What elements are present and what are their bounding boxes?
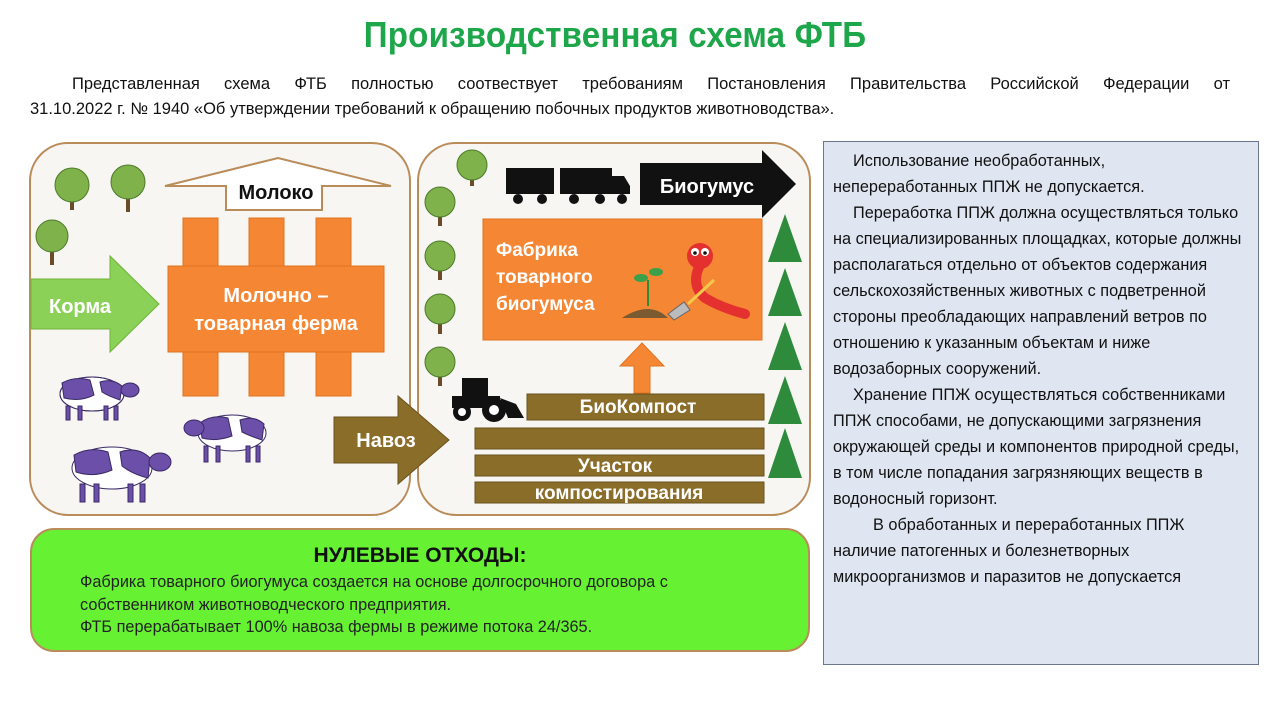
cow-icon bbox=[59, 376, 140, 421]
site-label-1: Участок bbox=[578, 456, 653, 477]
intro-line-1: Представленная схема ФТБ полностью соотв… bbox=[72, 75, 1230, 93]
production-diagram: Молоко Молочно – товарная ферма Корма bbox=[29, 142, 811, 516]
site-label-2: компостирования bbox=[535, 483, 704, 504]
feed-arrow-icon bbox=[30, 254, 160, 354]
intro-text: Представленная схема ФТБ полностью соотв… bbox=[30, 72, 1230, 122]
truck-icon bbox=[506, 168, 630, 204]
biocompost-bar bbox=[526, 393, 765, 421]
compost-layer bbox=[474, 427, 765, 450]
sprout-icon bbox=[622, 268, 668, 318]
manure-arrow-icon bbox=[333, 394, 450, 486]
page-title: Производственная схема ФТБ bbox=[363, 14, 867, 55]
cow-icon bbox=[71, 446, 172, 503]
factory-label-2: товарного bbox=[496, 267, 593, 288]
feed-label: Корма bbox=[49, 296, 112, 318]
requirement-paragraph: В обработанных и переработанных ППЖ нали… bbox=[833, 516, 1185, 586]
worm-icon bbox=[667, 243, 750, 321]
tree-icon bbox=[35, 164, 146, 265]
factory-box bbox=[482, 218, 763, 341]
farm-label-1: Молочно – bbox=[223, 285, 328, 307]
zero-waste-line-2: собственником животноводческого предприя… bbox=[80, 595, 452, 614]
fir-tree-icon bbox=[768, 214, 802, 478]
factory-label-3: биогумуса bbox=[496, 294, 595, 315]
requirement-paragraph: Хранение ППЖ осуществляться собственника… bbox=[833, 386, 1240, 508]
zero-waste-body: Фабрика товарного биогумуса создается на… bbox=[80, 571, 800, 639]
tree-icon bbox=[424, 149, 488, 386]
compost-layer bbox=[474, 481, 765, 504]
manure-label: Навоз bbox=[356, 430, 416, 452]
zero-waste-line-1: Фабрика товарного биогумуса создается на… bbox=[80, 573, 668, 591]
compost-layer bbox=[474, 454, 765, 477]
zero-waste-heading: НУЛЕВЫЕ ОТХОДЫ: bbox=[313, 544, 527, 567]
loader-tractor-icon bbox=[452, 378, 524, 422]
milk-arrow-icon bbox=[164, 156, 392, 211]
up-arrow-icon bbox=[618, 342, 666, 394]
zero-waste-line-3: ФТБ перерабатывает 100% навоза фермы в р… bbox=[80, 618, 593, 636]
biohumus-label: Биогумус bbox=[660, 176, 754, 198]
requirements-panel: Использование необработанных, неперерабо… bbox=[823, 141, 1259, 665]
zero-waste-box: НУЛЕВЫЕ ОТХОДЫ: Фабрика товарного биогум… bbox=[30, 528, 810, 652]
farm-label-2: товарная ферма bbox=[194, 313, 358, 335]
requirement-paragraph: Переработка ППЖ должна осуществляться то… bbox=[833, 204, 1242, 378]
biocompost-label: БиоКомпост bbox=[580, 397, 697, 418]
intro-line-2: 31.10.2022 г. № 1940 «Об утверждении тре… bbox=[30, 100, 835, 118]
factory-label-1: Фабрика bbox=[496, 240, 578, 261]
milk-label: Молоко bbox=[239, 182, 314, 204]
requirement-paragraph: Использование необработанных, неперерабо… bbox=[833, 152, 1145, 196]
biohumus-arrow-icon bbox=[640, 150, 796, 218]
farm-building-icon bbox=[167, 217, 385, 397]
cow-icon bbox=[183, 414, 267, 463]
